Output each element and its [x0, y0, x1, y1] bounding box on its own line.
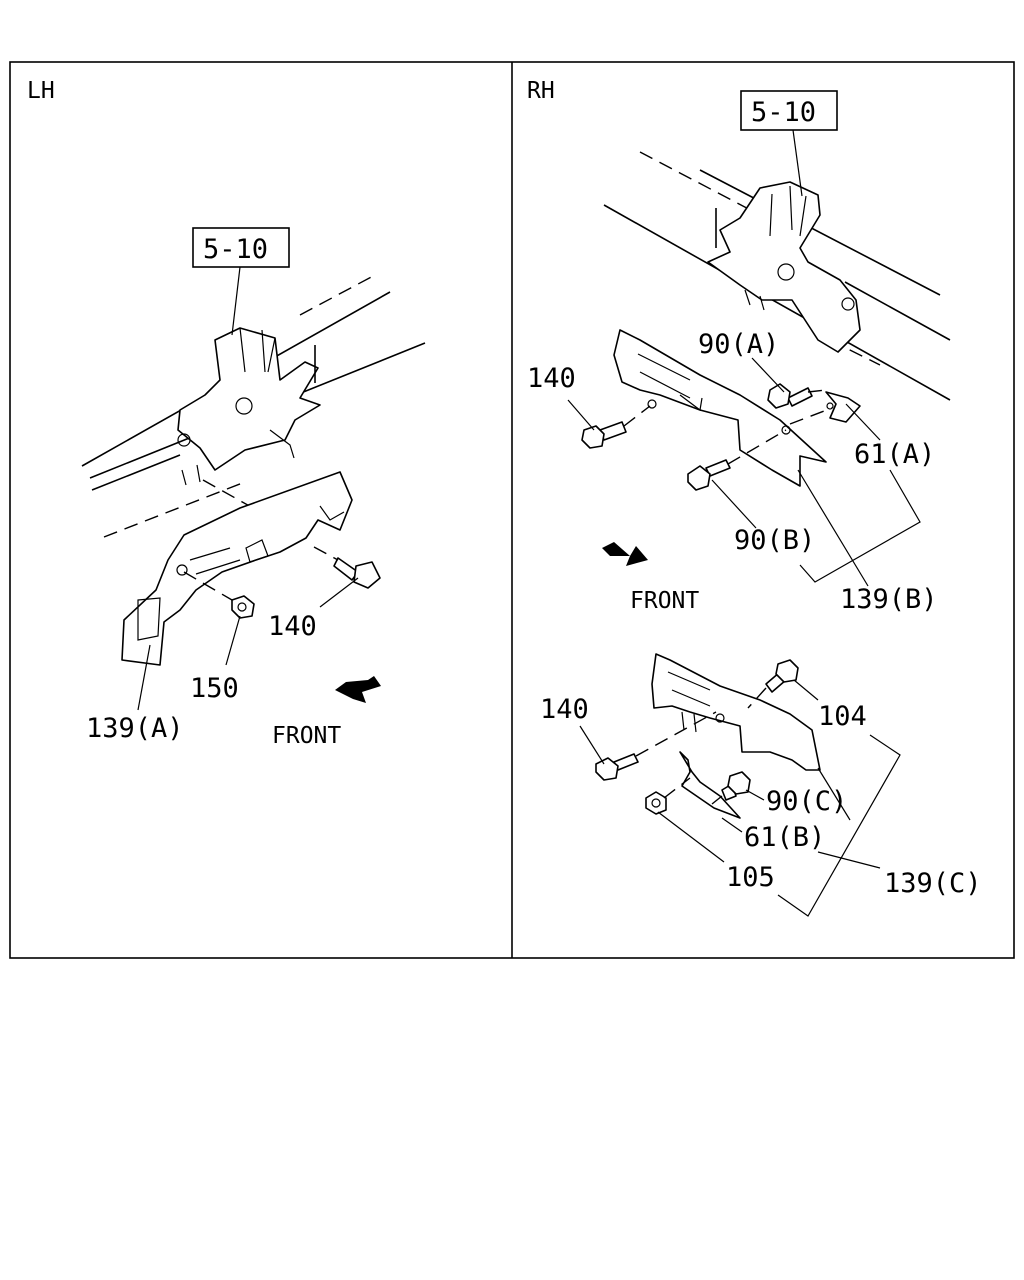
lh-ref-leader — [231, 266, 241, 336]
rh-frame-rail-2 — [699, 169, 941, 296]
rh-heat-shield-139b — [613, 329, 827, 487]
rh-callout-140-upper: 140 — [527, 363, 576, 394]
rh-leader-90a — [751, 357, 785, 393]
lh-leader-150 — [225, 615, 241, 666]
rh-leader-61a — [845, 403, 881, 441]
rh-callout-90c: 90(C) — [766, 786, 847, 817]
lh-ref-box — [192, 227, 290, 268]
rh-bolt-104 — [747, 659, 799, 709]
panel-lh-header: LH — [27, 78, 55, 104]
lh-rail-dash-2 — [103, 481, 246, 538]
rh-callout-139b: 139(B) — [840, 584, 938, 615]
rh-bolt-90c — [711, 771, 751, 805]
lh-heat-shield-139a — [121, 471, 353, 666]
rh-leader-139c-shield — [817, 767, 851, 821]
rh-bracket-139c — [777, 734, 901, 917]
rh-leader-90b — [711, 479, 757, 529]
lh-callout-150: 150 — [190, 673, 239, 704]
rh-leader-104 — [793, 679, 819, 701]
rh-leader-140-upper — [567, 399, 595, 431]
rh-leader-139b — [797, 469, 869, 587]
rh-leader-139c — [817, 851, 881, 869]
rh-leader-90c — [745, 789, 765, 801]
lh-leader-139a — [137, 644, 151, 711]
rh-ref-box — [740, 90, 838, 131]
panel-rh: RH 5-10 — [527, 78, 982, 917]
rh-frame-rail — [603, 204, 951, 401]
lh-frame-rail-3 — [91, 454, 181, 491]
lh-rail-dash — [299, 274, 376, 316]
rh-callout-61a: 61(A) — [854, 439, 935, 470]
lh-front-arrow-icon — [335, 676, 381, 703]
rh-frame-rail-3 — [844, 281, 951, 341]
rh-front-arrow-icon — [602, 542, 648, 566]
panel-lh: LH 5-10 — [27, 78, 426, 749]
rh-callout-90b: 90(B) — [734, 525, 815, 556]
rh-ref-box-text: 5-10 — [751, 97, 816, 128]
lh-front-label: FRONT — [272, 723, 341, 749]
lh-callout-139a: 139(A) — [86, 713, 184, 744]
rh-leader-105 — [657, 811, 725, 863]
rh-leader-61b — [721, 817, 743, 833]
rh-ref-leader — [792, 129, 803, 197]
rh-bracket-139b — [799, 469, 921, 583]
rh-callout-61b: 61(B) — [744, 822, 825, 853]
lh-ref-box-text: 5-10 — [203, 234, 268, 265]
lh-bolt-140 — [313, 546, 381, 589]
rh-callout-90a: 90(A) — [698, 329, 779, 360]
rh-bolt-90b — [687, 429, 787, 491]
rh-bolt-90a — [767, 383, 827, 409]
rh-nut-105 — [645, 777, 691, 815]
rh-callout-140-lower: 140 — [540, 694, 589, 725]
rh-bolt-dash — [789, 407, 833, 425]
rh-bolt-140-lower — [595, 711, 717, 781]
rh-front-label: FRONT — [630, 588, 699, 614]
rh-callout-139c: 139(C) — [884, 868, 982, 899]
rh-callout-105: 105 — [726, 862, 775, 893]
rh-callout-104: 104 — [818, 701, 867, 732]
rh-leader-140-lower — [579, 725, 605, 765]
rh-bolt-140-upper — [581, 405, 651, 449]
rh-engine-mount — [707, 181, 861, 353]
rh-bracket-61b — [679, 751, 741, 819]
panel-rh-header: RH — [527, 78, 555, 104]
lh-callout-140: 140 — [268, 611, 317, 642]
rh-rail-dash — [639, 151, 761, 216]
lh-nut-150 — [183, 571, 255, 619]
lh-leader-140 — [319, 577, 359, 608]
lh-engine-mount — [177, 327, 321, 486]
rh-bracket-61a — [825, 391, 861, 423]
